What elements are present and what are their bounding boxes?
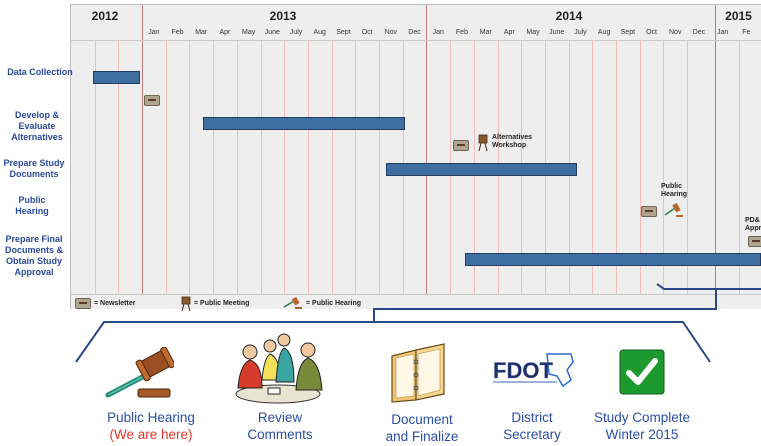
- year-divider: [142, 5, 143, 294]
- month-label: Oct: [361, 29, 373, 36]
- step-public-hearing: Public Hearing (We are here): [90, 409, 212, 443]
- month-label: Aug: [597, 29, 611, 36]
- month-label: Feb: [171, 29, 184, 36]
- month-label: Apr: [503, 29, 515, 36]
- month-gridline: [332, 40, 333, 294]
- step-document-finalize-line1: Document: [391, 412, 453, 427]
- month-label: May: [526, 29, 540, 36]
- year-divider: [426, 5, 427, 294]
- month-gridline: [640, 40, 641, 294]
- newsletter-icon: [144, 95, 160, 106]
- month-label: Jan: [432, 29, 444, 36]
- month-gridline: [739, 40, 740, 294]
- month-label: July: [289, 29, 303, 36]
- month-label: Nov: [384, 29, 398, 36]
- step-document-finalize-line2: and Finalize: [385, 429, 459, 444]
- month-gridline: [237, 40, 238, 294]
- month-label: Sept: [336, 29, 351, 36]
- legend-public-meeting-icon: [181, 296, 191, 312]
- month-gridline: [616, 40, 617, 294]
- legend-newsletter-icon: [75, 298, 91, 309]
- task-bar-prepare-study-documents: [386, 163, 577, 176]
- step-document-finalize: Document and Finalize: [370, 411, 474, 445]
- month-gridline: [308, 40, 309, 294]
- year-2012: 2012: [91, 9, 119, 23]
- step-district-secretary-line1: District: [511, 410, 553, 425]
- task-bar-develop-alternatives: [203, 117, 405, 130]
- legend-public-hearing-icon: [283, 297, 302, 309]
- month-label: Dec: [692, 29, 706, 36]
- month-gridline: [284, 40, 285, 294]
- month-label: Feb: [455, 29, 468, 36]
- legend-public-hearing: = Public Hearing: [306, 300, 362, 307]
- month-label: Aug: [313, 29, 326, 36]
- month-gridline: [663, 40, 664, 294]
- newsletter-icon: [641, 206, 657, 217]
- step-study-complete: Study Complete Winter 2015: [578, 409, 706, 443]
- month-label: Oct: [646, 29, 657, 36]
- month-gridline: [118, 40, 119, 294]
- public-hearing-icon: [664, 203, 683, 217]
- month-label: Mar: [195, 29, 208, 36]
- task-label-prepare-study-documents: Prepare Study Documents: [3, 158, 65, 179]
- year-2015: 2015: [725, 9, 752, 23]
- month-label: Apr: [219, 29, 231, 36]
- month-gridline: [261, 40, 262, 294]
- task-label-public-hearing: Public Hearing: [15, 195, 49, 216]
- month-label: Sept: [620, 29, 636, 36]
- step-study-complete-line2: Winter 2015: [605, 427, 679, 442]
- chart-bottom-divider: [70, 294, 761, 295]
- legend-public-meeting: = Public Meeting: [194, 300, 250, 307]
- month-gridline: [379, 40, 380, 294]
- month-gridline: [189, 40, 190, 294]
- gavel-icon: [105, 347, 174, 398]
- public-meeting-icon: [478, 134, 488, 152]
- step-review-comments-line1: Review: [257, 410, 303, 425]
- month-label: Mar: [479, 29, 492, 36]
- fdot-logo-text: FDOT: [493, 358, 553, 383]
- alternatives-workshop-note: Alternatives Workshop: [492, 134, 533, 149]
- step-review-comments: Review Comments: [228, 409, 332, 443]
- month-label: Fe: [742, 29, 751, 36]
- month-label: June: [549, 29, 565, 36]
- header-divider: [70, 40, 761, 41]
- month-label: May: [242, 29, 256, 36]
- public-hearing-note: Public Hearing: [661, 183, 688, 198]
- year-2014: 2014: [555, 9, 583, 23]
- legend-newsletter: = Newsletter: [94, 300, 136, 307]
- fdot-logo-icon: FDOT: [493, 353, 574, 388]
- month-gridline: [213, 40, 214, 294]
- month-label: Jan: [716, 29, 729, 36]
- task-bar-data-collection: [93, 71, 140, 84]
- newsletter-icon: [453, 140, 469, 151]
- month-label: Nov: [669, 29, 682, 36]
- task-label-develop-alternatives: Develop & Evaluate Alternatives: [11, 110, 63, 142]
- step-district-secretary: District Secretary: [482, 409, 582, 443]
- binder-icon: [391, 343, 445, 403]
- pd-approval-note: PD& Appro: [745, 217, 761, 232]
- month-label: Jan: [148, 29, 160, 36]
- task-label-data-collection: Data Collection: [7, 67, 73, 77]
- step-study-complete-line1: Study Complete: [593, 410, 691, 425]
- checkmark-icon: [619, 349, 665, 395]
- year-2013: 2013: [269, 9, 297, 23]
- month-gridline: [592, 40, 593, 294]
- month-label: June: [264, 29, 280, 36]
- year-divider: [715, 5, 716, 294]
- month-label: Dec: [408, 29, 421, 36]
- newsletter-icon: [748, 236, 761, 247]
- month-gridline: [355, 40, 356, 294]
- step-review-comments-line2: Comments: [247, 427, 313, 442]
- step-public-hearing-title: Public Hearing: [107, 410, 195, 425]
- month-label: July: [574, 29, 587, 36]
- task-label-final-documents: Prepare Final Documents & Obtain Study A…: [4, 234, 63, 277]
- we-are-here-label: (We are here): [109, 427, 193, 442]
- people-meeting-icon: [235, 333, 323, 404]
- month-gridline: [95, 40, 96, 294]
- month-gridline: [166, 40, 167, 294]
- month-gridline: [687, 40, 688, 294]
- step-district-secretary-line2: Secretary: [503, 427, 561, 442]
